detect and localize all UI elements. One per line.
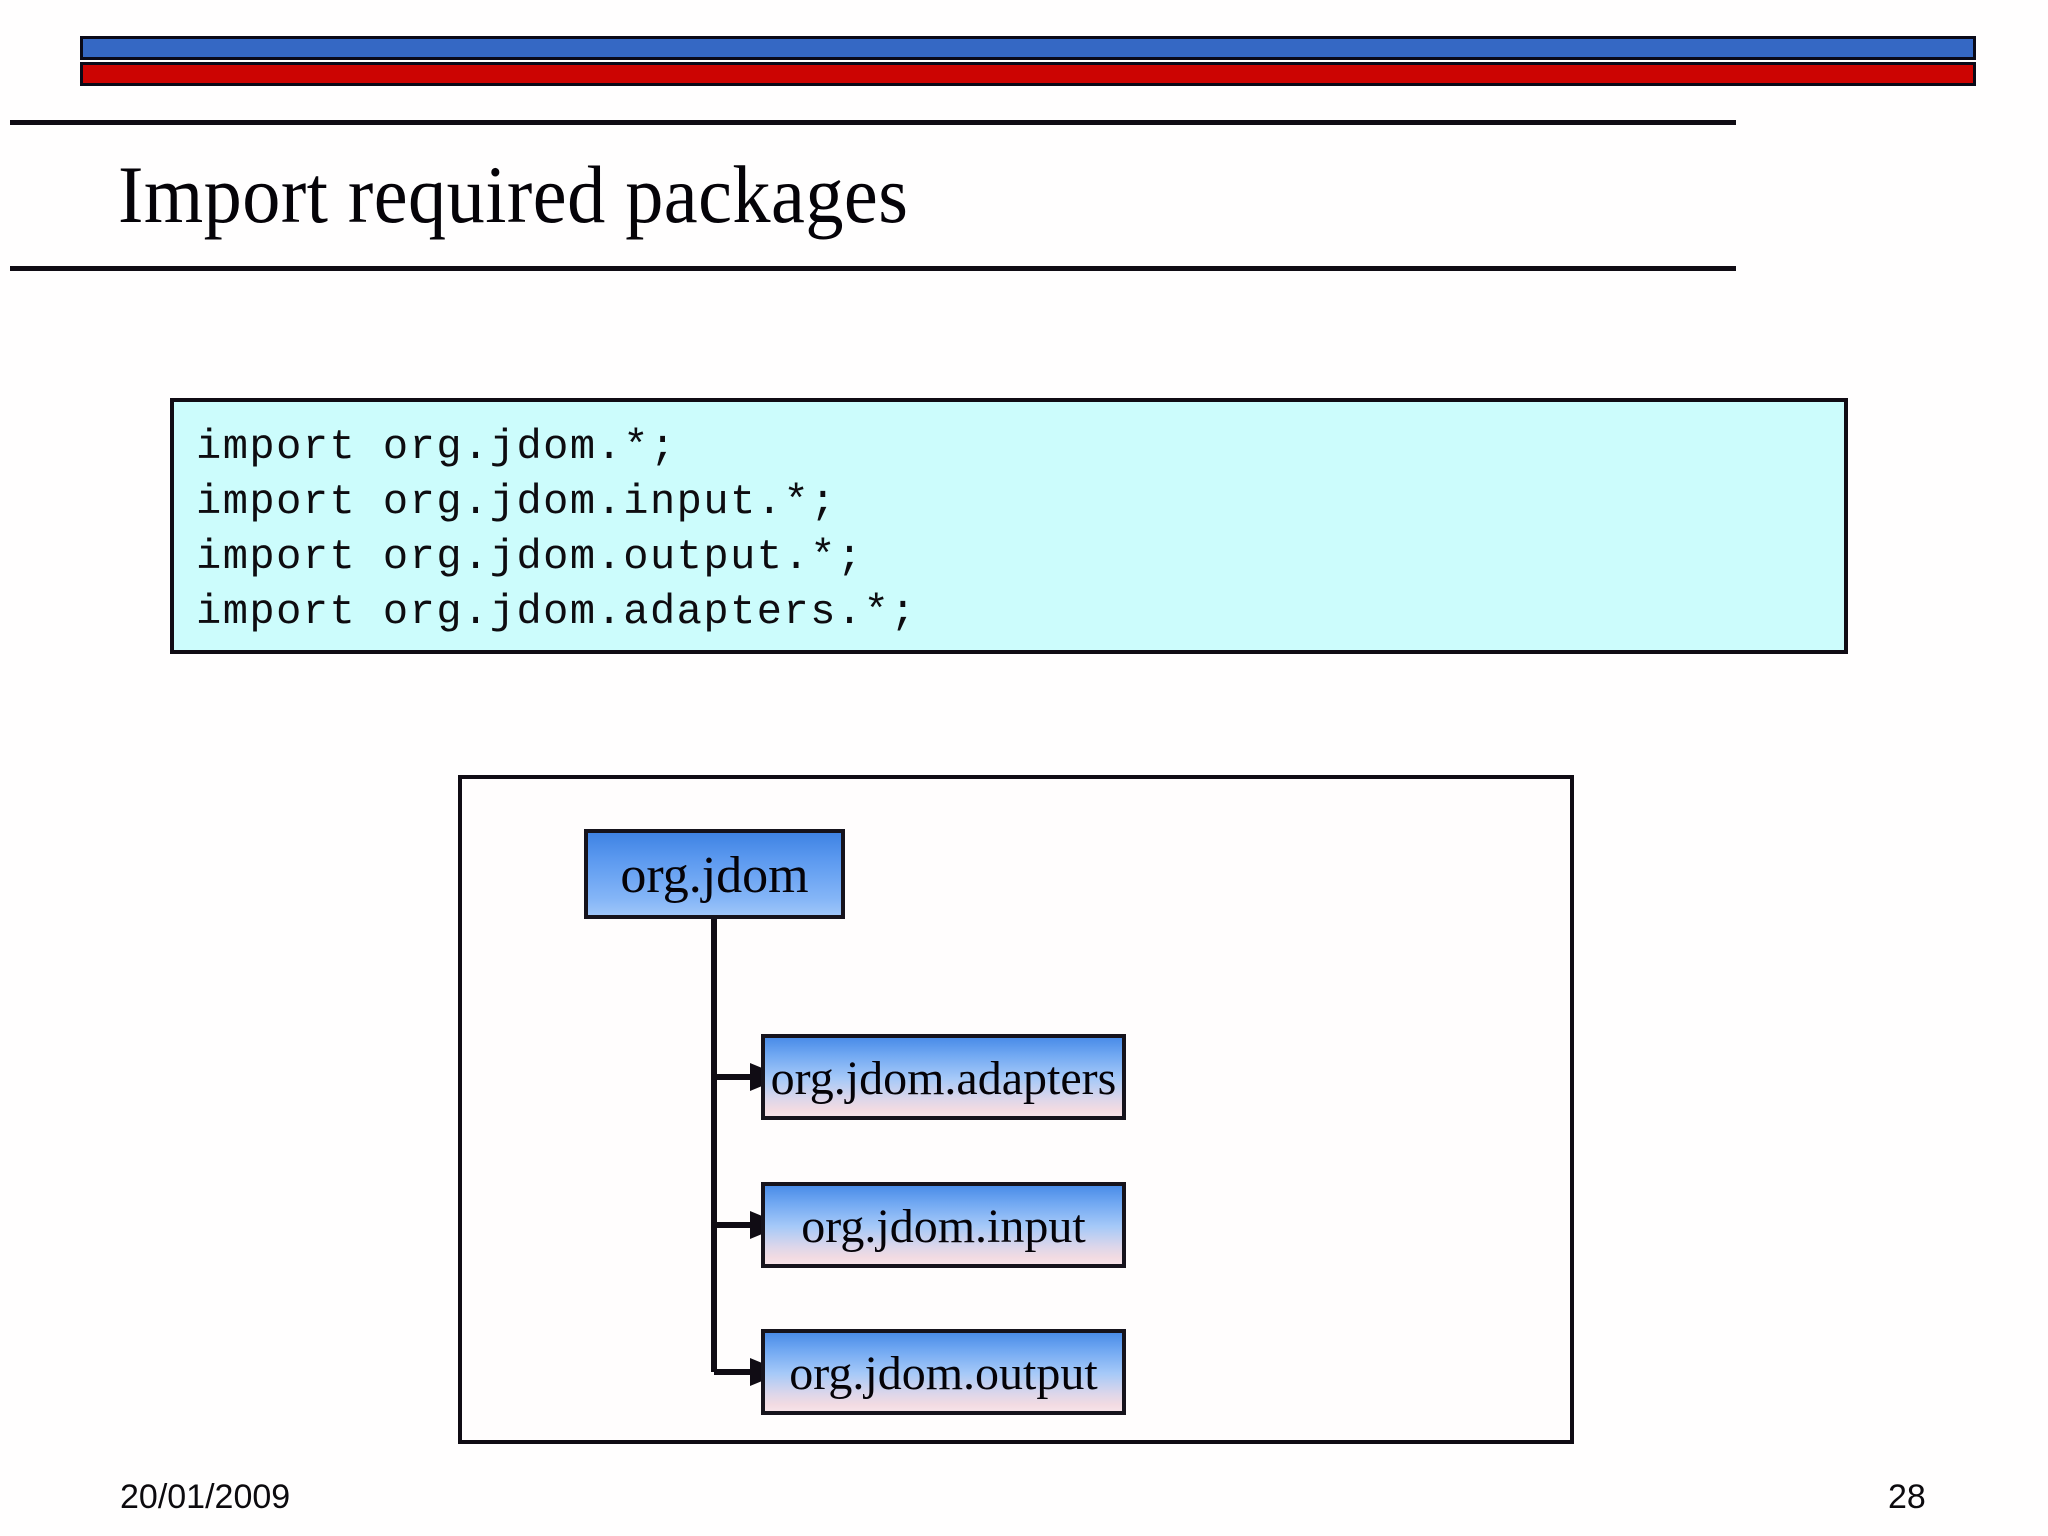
header-bar-red — [80, 62, 1976, 86]
title-rule-bottom — [10, 266, 1736, 271]
diagram-node-label: org.jdom — [620, 847, 809, 904]
diagram-node-org-jdom-input[interactable]: org.jdom.input — [761, 1182, 1126, 1268]
diagram-node-org-jdom[interactable]: org.jdom — [584, 829, 845, 919]
diagram-node-org-jdom-output[interactable]: org.jdom.output — [761, 1329, 1126, 1415]
diagram-node-label: org.jdom.output — [789, 1347, 1098, 1400]
code-line-3: import org.jdom.output.*; — [196, 533, 864, 581]
diagram-node-org-jdom-adapters[interactable]: org.jdom.adapters — [761, 1034, 1126, 1120]
diagram-node-label: org.jdom.adapters — [770, 1052, 1117, 1105]
header-bar-blue — [80, 36, 1976, 60]
code-block: import org.jdom.*; import org.jdom.input… — [170, 398, 1848, 654]
code-line-1: import org.jdom.*; — [196, 423, 677, 471]
page-title: Import required packages — [118, 149, 909, 240]
code-line-4: import org.jdom.adapters.*; — [196, 588, 918, 636]
header-accent-bars — [80, 36, 1976, 92]
footer-page-number: 28 — [1888, 1478, 1926, 1516]
code-line-2: import org.jdom.input.*; — [196, 478, 837, 526]
footer-date: 20/01/2009 — [120, 1478, 291, 1516]
diagram-node-label: org.jdom.input — [801, 1200, 1086, 1253]
title-rule-top — [10, 120, 1736, 125]
package-hierarchy-diagram: org.jdom org.jdom.adapters org.jdom.inpu… — [458, 775, 1574, 1444]
